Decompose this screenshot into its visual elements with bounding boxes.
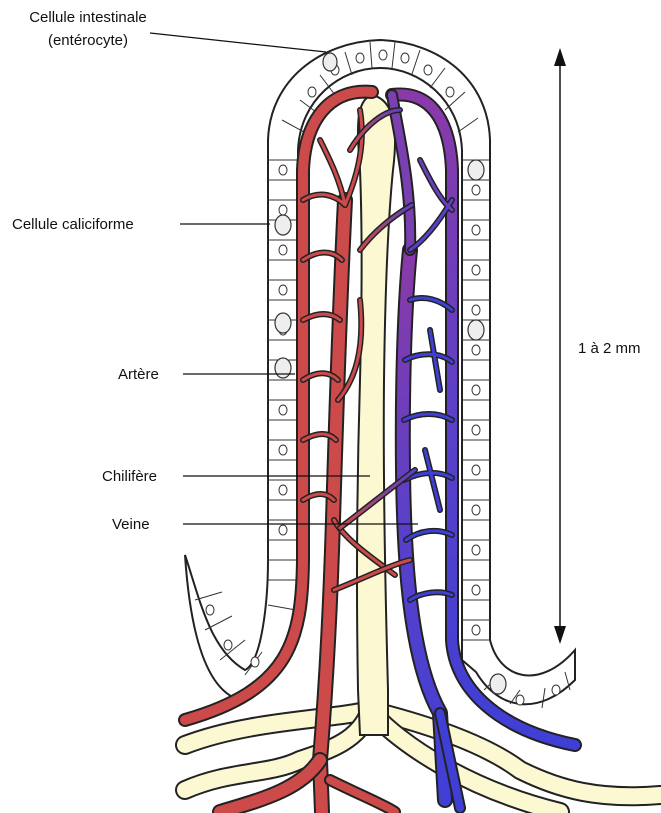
label-goblet: Cellule caliciforme	[12, 216, 134, 233]
lacteal	[357, 95, 395, 735]
scale-arrow	[554, 48, 566, 644]
label-vein: Veine	[112, 516, 150, 533]
label-enterocyte-line1: Cellule intestinale	[29, 9, 147, 26]
label-enterocyte-line2: (entérocyte)	[48, 32, 128, 49]
label-lacteal: Chilifère	[102, 468, 157, 485]
label-scale: 1 à 2 mm	[578, 340, 641, 357]
label-artery: Artère	[118, 366, 159, 383]
